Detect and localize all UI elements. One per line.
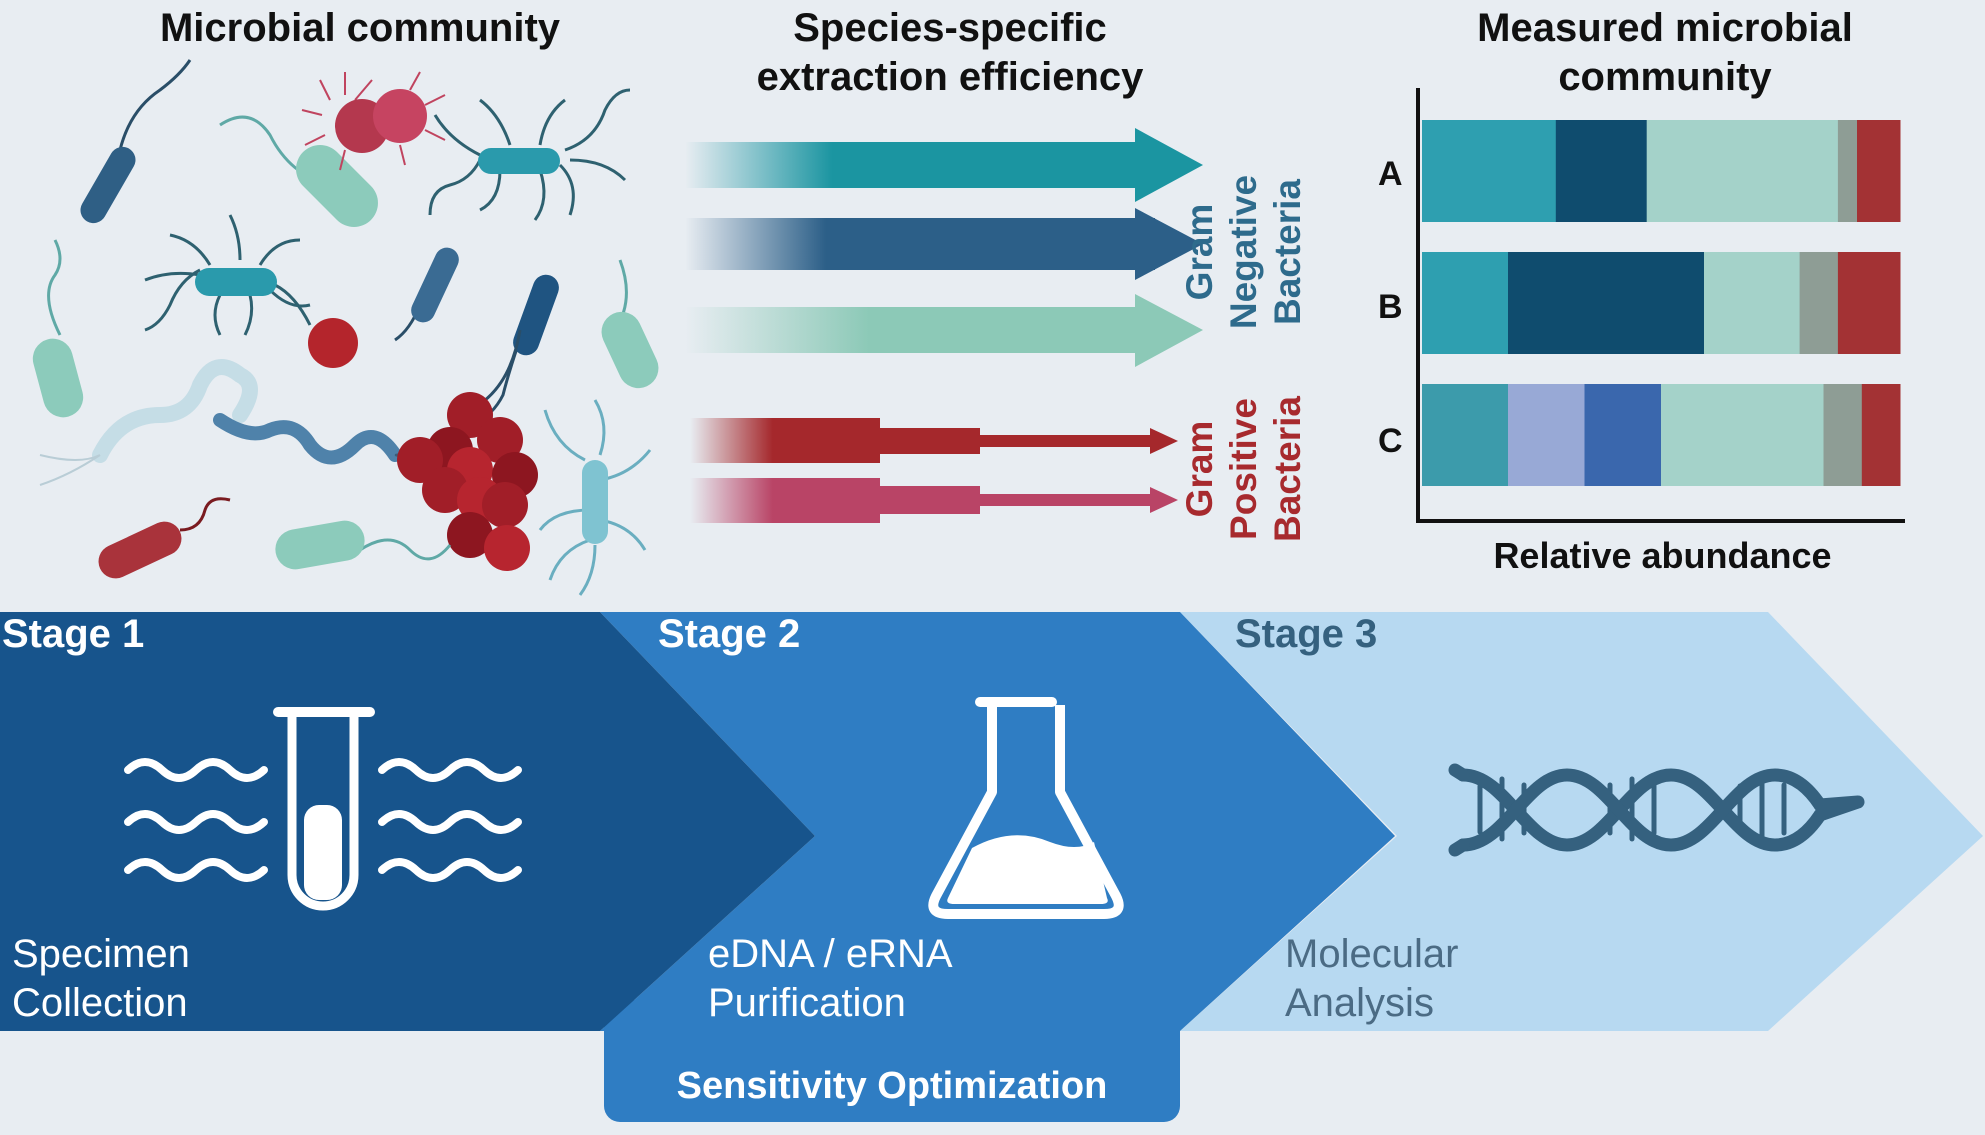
bar-segment-b-5: [1704, 252, 1801, 354]
bar-segment-a-5: [1646, 120, 1839, 222]
stage3-text-line1: Molecular: [1285, 932, 1459, 976]
gram-negative-line1: Gram: [1179, 203, 1220, 301]
bacterium-lightblue-peritrichous-icon: [538, 399, 652, 596]
bacterium-navy-rod-small-icon: [394, 247, 459, 342]
bar-segment-c-7: [1861, 384, 1901, 486]
arrow-navy: [685, 208, 1203, 280]
bar-segment-b-0: [1422, 252, 1509, 354]
stage2-text-line1: eDNA / eRNA: [708, 932, 953, 976]
bar-segment-c-3: [1508, 384, 1585, 486]
coccus-cluster-red-icon: [397, 329, 538, 571]
stage2-title: Stage 2: [658, 612, 801, 656]
stage1-title: Stage 1: [2, 612, 145, 656]
microbial-community-illustration: [32, 59, 659, 596]
bar-segment-b-1: [1508, 252, 1705, 354]
test-tube-water-icon: [124, 707, 522, 911]
dna-helix-icon: [1448, 763, 1865, 857]
bar-segment-c-2: [1422, 384, 1509, 486]
heading-measured: Measured microbial community: [1430, 4, 1900, 102]
arrow-mint: [685, 294, 1203, 367]
bacterium-teal-peritrichous-left-icon: [144, 214, 312, 336]
bar-segment-c-4: [1584, 384, 1662, 486]
bar-segment-a-1: [1555, 120, 1648, 222]
arrow-pink: [690, 478, 1178, 523]
bacterium-navy-rod-icon: [80, 59, 192, 224]
arrow-red: [690, 418, 1178, 463]
stage3-text-line2: Analysis: [1285, 981, 1434, 1025]
bar-segment-c-6: [1823, 384, 1863, 486]
bacterium-mint-bean-icon: [275, 520, 452, 570]
chart-row-label-c: C: [1378, 422, 1403, 460]
stage3-chevron: [1180, 612, 1983, 1031]
efficiency-arrows: [685, 128, 1203, 523]
gram-positive-line2: Positive: [1223, 398, 1264, 540]
stage2-description: eDNA / eRNA Purification: [708, 930, 953, 1028]
bacterium-navy-rod-right-icon: [472, 259, 659, 427]
coccus-red-icon: [308, 318, 358, 368]
chart-row-label-b: B: [1378, 288, 1403, 326]
gram-positive-line1: Gram: [1179, 420, 1220, 518]
abundance-chart: [1416, 88, 1905, 523]
bacterium-mint-comma-icon: [32, 239, 84, 418]
flask-icon: [928, 697, 1124, 919]
chart-row-label-a: A: [1378, 155, 1403, 193]
bar-segment-b-6: [1799, 252, 1839, 354]
gram-negative-line3: Bacteria: [1267, 178, 1308, 326]
bacterium-red-rod-icon: [98, 497, 231, 579]
bar-segment-a-0: [1422, 120, 1557, 222]
coccus-pair-pink-icon: [301, 71, 446, 171]
stage2-chevron: [600, 612, 1395, 1031]
heading-efficiency: Species-specific extraction efficiency: [700, 4, 1200, 102]
stage1-chevron: [0, 612, 815, 1031]
stage2-text-line2: Purification: [708, 981, 906, 1025]
stage-chevrons: [0, 612, 1983, 1122]
gram-positive-line3: Bacteria: [1267, 395, 1308, 543]
bar-segment-a-7: [1857, 120, 1901, 222]
stage1-text-line2: Collection: [12, 981, 188, 1025]
arrow-teal: [685, 128, 1203, 202]
stage1-text-line1: Specimen: [12, 932, 190, 976]
stage3-description: Molecular Analysis: [1285, 930, 1458, 1028]
bar-segment-c-5: [1661, 384, 1824, 486]
bacterium-teal-bean-icon: [219, 115, 378, 227]
heading-measured-line2: community: [1558, 55, 1772, 99]
sensitivity-optimization-label: Sensitivity Optimization: [676, 1065, 1108, 1107]
label-gram-negative: Gram Negative Bacteria: [1178, 157, 1310, 347]
bar-segment-a-6: [1837, 120, 1858, 222]
heading-measured-line1: Measured microbial: [1477, 6, 1853, 50]
heading-community: Microbial community: [130, 4, 590, 53]
gram-negative-line2: Negative: [1223, 174, 1264, 330]
stage1-description: Specimen Collection: [12, 930, 190, 1028]
chart-x-axis-label: Relative abundance: [1493, 535, 1832, 576]
stage3-title: Stage 3: [1235, 612, 1378, 656]
label-gram-positive: Gram Positive Bacteria: [1178, 374, 1310, 564]
heading-efficiency-line2: extraction efficiency: [756, 55, 1144, 99]
bacterium-teal-peritrichous-icon: [428, 88, 631, 221]
heading-community-text: Microbial community: [159, 6, 561, 50]
spirochete-pale-icon: [39, 359, 258, 486]
heading-efficiency-line1: Species-specific: [793, 6, 1107, 50]
bar-segment-b-7: [1837, 252, 1901, 354]
